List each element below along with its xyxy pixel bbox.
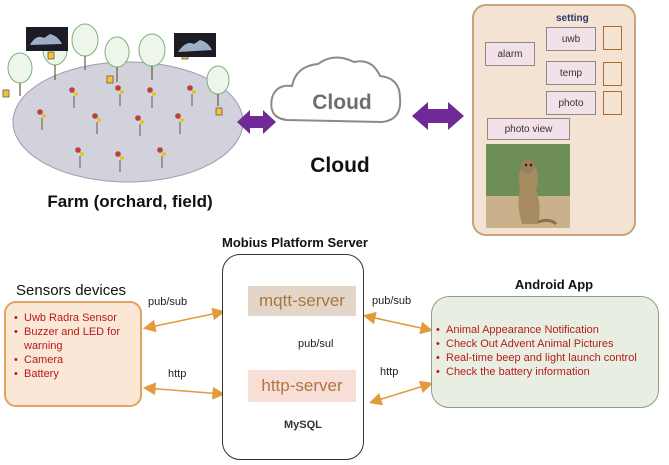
photo-button[interactable]: photo bbox=[546, 91, 596, 115]
mqtt-android-arrow bbox=[362, 311, 434, 335]
list-item: Buzzer and LED for warning bbox=[14, 325, 136, 353]
list-item: Check Out Advent Animal Pictures bbox=[436, 337, 654, 351]
sensors-mqtt-arrow bbox=[142, 307, 226, 333]
left-http-label: http bbox=[168, 368, 187, 380]
cloud-caption: Cloud bbox=[310, 154, 370, 177]
http-android-arrow bbox=[368, 380, 434, 406]
list-item: Camera bbox=[14, 353, 136, 367]
meerkat-photo bbox=[486, 144, 570, 228]
farm-illustration bbox=[2, 23, 244, 183]
cloud-app-arrow bbox=[412, 102, 464, 130]
android-title: Android App bbox=[514, 277, 594, 292]
list-item: Check the battery information bbox=[436, 365, 654, 379]
farm-cloud-arrow bbox=[237, 110, 276, 134]
server-title: Mobius Platform Server bbox=[222, 235, 368, 250]
android-box: Animal Appearance Notification Check Out… bbox=[431, 296, 659, 408]
cloud-word: Cloud bbox=[312, 91, 372, 114]
list-item: Battery bbox=[14, 367, 136, 381]
list-item: Real-time beep and light launch control bbox=[436, 351, 654, 365]
temp-checkbox[interactable] bbox=[603, 62, 622, 86]
http-server-box: http-server bbox=[248, 370, 356, 402]
right-http-label: http bbox=[380, 366, 399, 378]
temp-button[interactable]: temp bbox=[546, 61, 596, 85]
list-item: Animal Appearance Notification bbox=[436, 323, 654, 337]
list-item: Uwb Radra Sensor bbox=[14, 311, 136, 325]
uwb-checkbox[interactable] bbox=[603, 26, 622, 50]
alarm-button[interactable]: alarm bbox=[485, 42, 535, 66]
internal-pubsub-label: pub/sul bbox=[298, 338, 334, 350]
setting-title: setting bbox=[556, 13, 589, 24]
sensors-title: Sensors devices bbox=[16, 282, 127, 299]
sensors-box: Uwb Radra Sensor Buzzer and LED for warn… bbox=[4, 301, 142, 407]
photo-view-button[interactable]: photo view bbox=[487, 118, 570, 140]
cloud-shape bbox=[270, 56, 402, 124]
right-pubsub-label: pub/sub bbox=[372, 295, 412, 307]
left-pubsub-label: pub/sub bbox=[148, 296, 188, 308]
mysql-label: MySQL bbox=[284, 419, 322, 431]
farm-label: Farm (orchard, field) bbox=[47, 192, 213, 211]
mqtt-server-box: mqtt-server bbox=[248, 286, 356, 316]
sensors-http-arrow bbox=[142, 382, 226, 400]
uwb-button[interactable]: uwb bbox=[546, 27, 596, 51]
photo-checkbox[interactable] bbox=[603, 91, 622, 115]
